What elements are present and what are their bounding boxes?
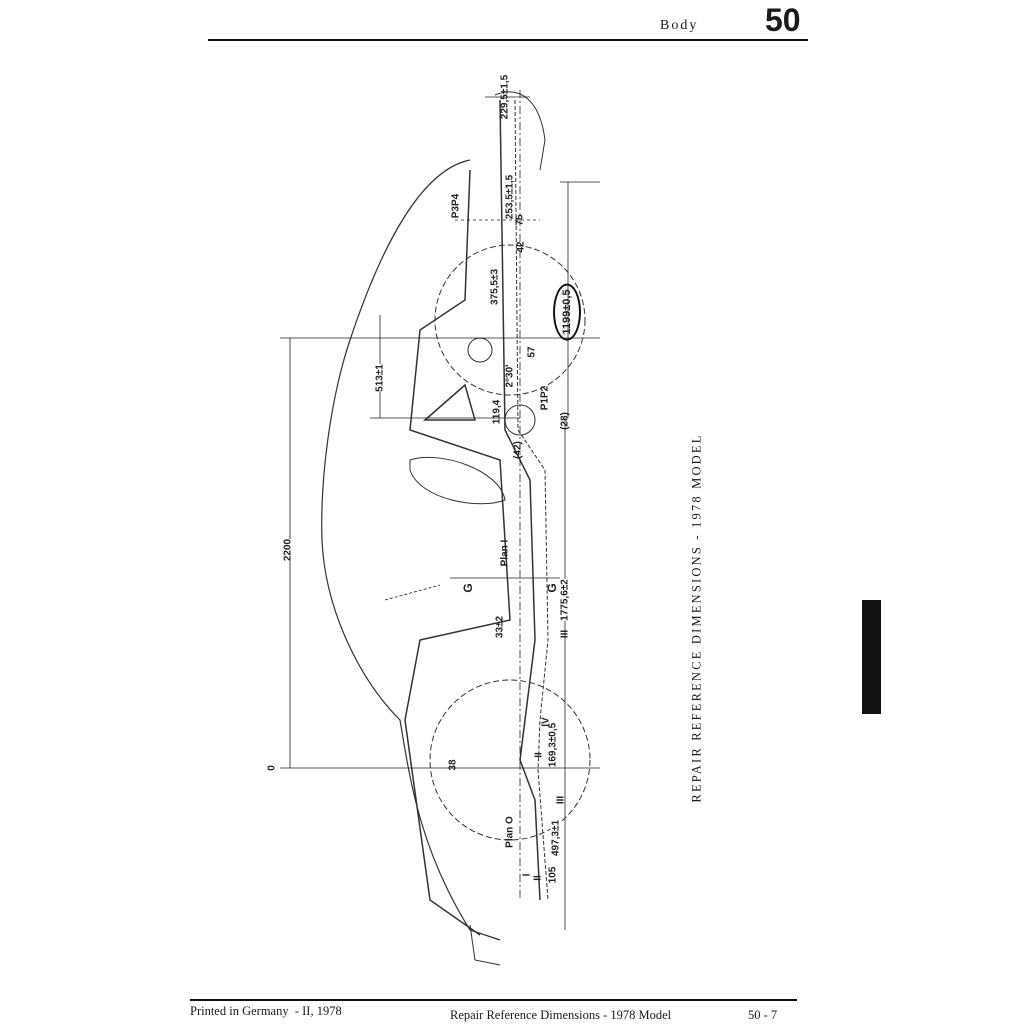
rear-wheel-arch [434,244,586,396]
dim-label: 2°30' [504,364,516,388]
dim-label: 169,3±0,5 [547,722,559,768]
front-bumper [469,924,501,966]
side-title: REPAIR REFERENCE DIMENSIONS - 1978 MODEL [689,433,704,803]
body-outline [321,159,501,941]
dim-label: 375,5±3 [489,268,501,306]
window-shape [423,383,476,421]
footer-rule [190,999,797,1001]
dim-label: III [555,795,567,805]
dim-label: 497,3±1 [550,819,562,857]
dim-label: 75 [514,214,526,226]
dim-label: 42 [515,241,527,253]
dim-label: III [559,629,571,639]
floor-pan [404,169,511,936]
dim-label: 1775,6±2 [559,579,571,621]
dim-label: P1P2 [539,385,551,411]
dim-label: 119,4 [491,399,503,425]
dim-label: 253,5±1,5 [504,174,516,220]
dim-label: G [545,583,559,593]
section-title: Body [660,18,699,33]
dim-label: 2200 [282,538,294,562]
dim-label: 229,5±1,5 [499,74,511,120]
dim-label: I [521,873,533,877]
footer-center: Repair Reference Dimensions - 1978 Model [450,1008,672,1022]
rear-bumper [494,91,546,171]
footer-left: Printed in Germany - II, 1978 [190,1004,342,1018]
dim-label: II [532,875,544,881]
dim-label: P3P4 [450,193,462,219]
sill-inner [514,99,549,901]
dim-label: 105 [547,866,559,884]
sill-line [499,99,541,901]
dim-label: (42) [512,441,524,459]
section-number: 50 [765,2,801,38]
dim-label: (28) [559,412,571,430]
section-thumb-tab [862,600,881,714]
dim-label: 0 [266,765,278,771]
dim-label: Plan I [499,539,511,567]
front-wheel-arch [429,679,591,841]
dim-label: 57 [526,346,538,358]
dim-label: 513±1 [374,364,386,392]
dim-label: II [533,752,545,758]
dim-label: Plan O [504,816,516,848]
header-rule [208,39,808,41]
dim-label: 38 [447,759,459,771]
seat-shape [409,456,506,505]
dim-label: 33±2 [494,615,506,639]
dim-label: G [461,583,475,593]
dim-label-circled: 1199±0,5 [553,283,581,341]
footer-page: 50 - 7 [748,1008,778,1022]
